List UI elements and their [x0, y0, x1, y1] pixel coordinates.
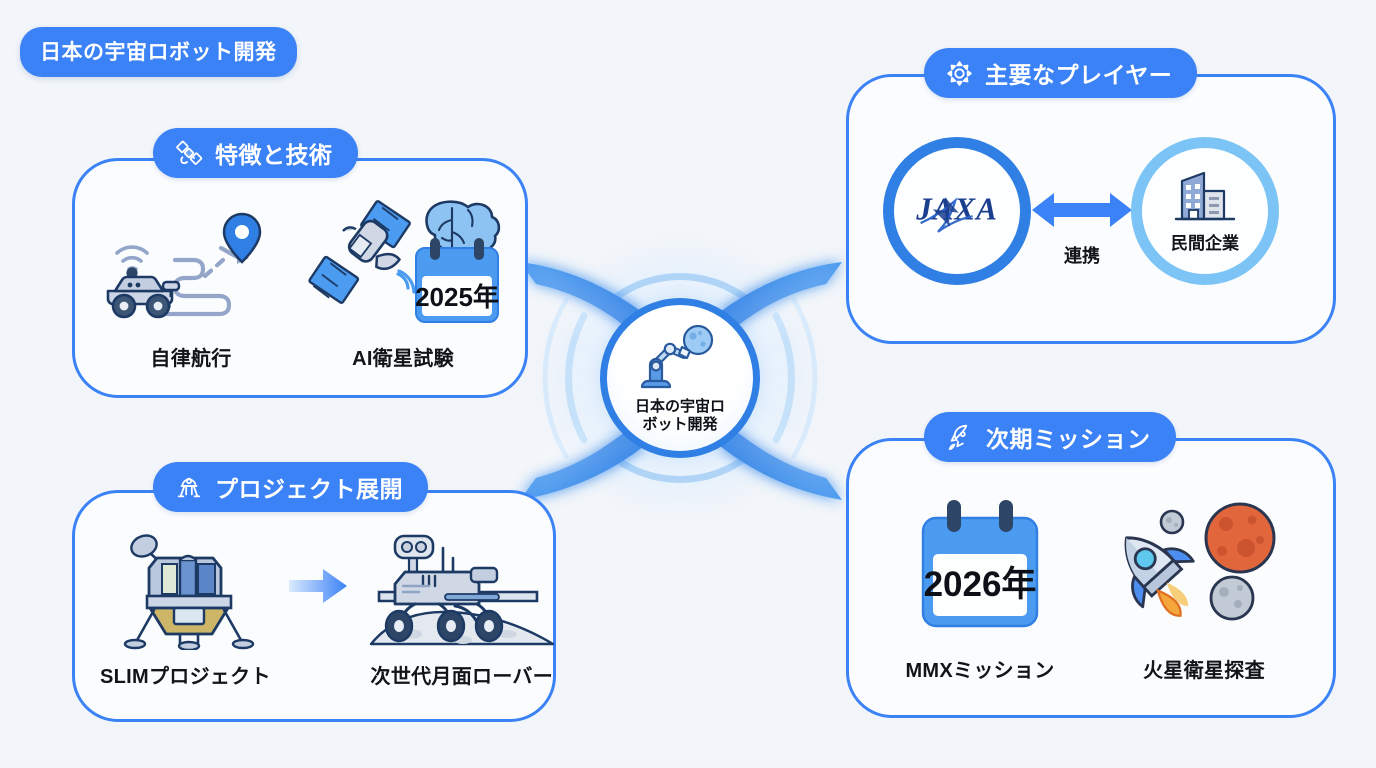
calendar-year-2025: 2025年	[415, 282, 499, 312]
rocket-icon	[945, 422, 975, 452]
hub-label: 日本の宇宙ロ ボット開発	[627, 398, 733, 433]
hub-label-line2: ボット開発	[642, 415, 718, 433]
calendar-icon: 2026年	[907, 492, 1053, 642]
node-private-companies: 民間企業	[1131, 137, 1279, 285]
pill-players-label: 主要なプレイヤー	[985, 62, 1173, 88]
missions-items: 2026年 MMXミッション	[880, 492, 1310, 683]
caption-ai-satellite-test: AI衛星試験	[352, 348, 454, 370]
calendar-year-2026: 2026年	[924, 565, 1037, 604]
caption-mars-moon-exploration: 火星衛星探査	[1143, 660, 1265, 682]
rover-navigation-icon	[101, 196, 281, 328]
caption-mmx-mission: MMXミッション	[905, 660, 1055, 682]
node-jaxa: JAXA	[883, 137, 1031, 285]
projects-items: SLIMプロジェクト	[100, 520, 554, 689]
gear-icon	[945, 59, 974, 88]
double-arrow-icon	[1032, 193, 1132, 227]
item-mars-moon-exploration: 火星衛星探査	[1104, 492, 1304, 683]
office-buildings-icon	[1174, 169, 1236, 226]
page-title: 日本の宇宙ロボット開発	[20, 27, 297, 77]
rocket-mars-moons-icon	[1114, 492, 1294, 642]
pill-features[interactable]: 特徴と技術	[153, 128, 358, 178]
caption-autonomous-navigation: 自律航行	[150, 348, 232, 370]
item-autonomous-navigation: 自律航行	[96, 196, 286, 371]
pill-features-label: 特徴と技術	[215, 142, 333, 168]
item-mmx-mission: 2026年 MMXミッション	[880, 492, 1080, 683]
pill-projects[interactable]: プロジェクト展開	[153, 462, 428, 512]
caption-slim-project: SLIMプロジェクト	[100, 666, 271, 688]
link-label-cooperation: 連携	[1064, 246, 1100, 266]
pill-missions-label: 次期ミッション	[986, 426, 1151, 452]
lunar-lander-icon	[174, 472, 204, 502]
features-items: 自律航行	[96, 196, 506, 371]
hub-label-line1: 日本の宇宙ロ	[634, 397, 725, 415]
satellite-icon	[174, 138, 204, 168]
item-ai-satellite-test: 2025年 AI衛星試験	[306, 196, 501, 371]
robot-arm-moon-icon	[640, 324, 720, 396]
jaxa-logo: JAXA	[915, 192, 997, 233]
slim-lander-icon	[110, 520, 260, 650]
arrow-right-icon	[287, 521, 351, 651]
pill-projects-label: プロジェクト展開	[215, 476, 403, 502]
ai-satellite-calendar-icon: 2025年	[306, 196, 501, 328]
lunar-rover-icon	[367, 520, 557, 650]
caption-private-companies: 民間企業	[1171, 233, 1239, 253]
pill-missions[interactable]: 次期ミッション	[924, 412, 1176, 462]
pill-players[interactable]: 主要なプレイヤー	[924, 48, 1198, 98]
item-slim-project: SLIMプロジェクト	[100, 520, 271, 689]
item-next-gen-lunar-rover: 次世代月面ローバー	[367, 520, 557, 689]
hub-node[interactable]: 日本の宇宙ロ ボット開発	[600, 298, 760, 458]
caption-next-gen-lunar-rover: 次世代月面ローバー	[370, 666, 554, 688]
